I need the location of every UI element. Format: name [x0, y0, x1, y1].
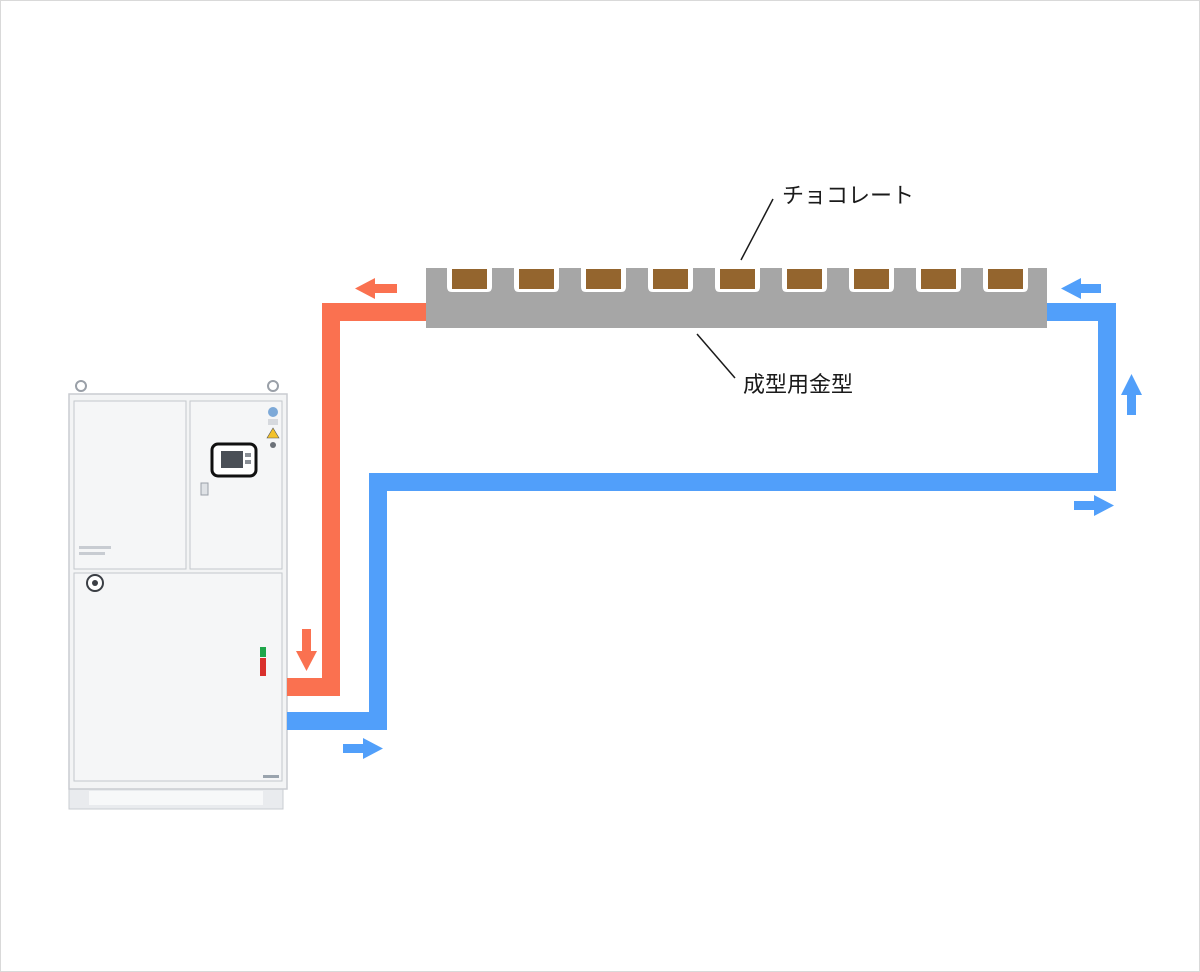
cold-supply-pipe	[287, 303, 1116, 730]
mold-label: 成型用金型	[743, 373, 853, 398]
display-screen	[221, 451, 243, 468]
door-latch	[200, 482, 209, 496]
chocolate-piece	[787, 269, 822, 289]
unit-upper-left-door	[73, 400, 187, 570]
chocolate-piece	[452, 269, 487, 289]
sticker-icon	[270, 442, 276, 448]
forming-mold	[426, 268, 1047, 328]
lifting-hook-icon	[267, 380, 279, 392]
indicator-lamp-green	[260, 647, 266, 657]
arrow-down-icon	[296, 629, 317, 671]
indicator-lamp-red	[260, 658, 266, 676]
arrow-left-icon	[355, 278, 397, 299]
mold-leader-line	[696, 333, 736, 379]
chocolate-cavities	[447, 268, 1028, 292]
hot-return-pipe	[287, 303, 426, 696]
logo-badge-icon	[268, 407, 278, 417]
chocolate-piece	[586, 269, 621, 289]
chocolate-piece	[519, 269, 554, 289]
chocolate-leader-line	[740, 198, 774, 261]
arrow-up-icon	[1121, 374, 1142, 415]
unit-lower-door	[73, 572, 283, 782]
unit-base-recess	[89, 791, 263, 805]
arrow-left-icon	[1061, 278, 1101, 299]
chocolate-label: チョコレート	[782, 184, 914, 209]
lifting-hook-icon	[75, 380, 87, 392]
chocolate-piece	[720, 269, 755, 289]
arrow-right-icon	[343, 738, 383, 759]
chocolate-piece	[854, 269, 889, 289]
warning-icon	[266, 427, 280, 439]
arrow-right-icon	[1074, 495, 1114, 516]
chocolate-piece	[653, 269, 688, 289]
chocolate-piece	[988, 269, 1023, 289]
chocolate-piece	[921, 269, 956, 289]
temperature-control-unit	[68, 380, 288, 810]
